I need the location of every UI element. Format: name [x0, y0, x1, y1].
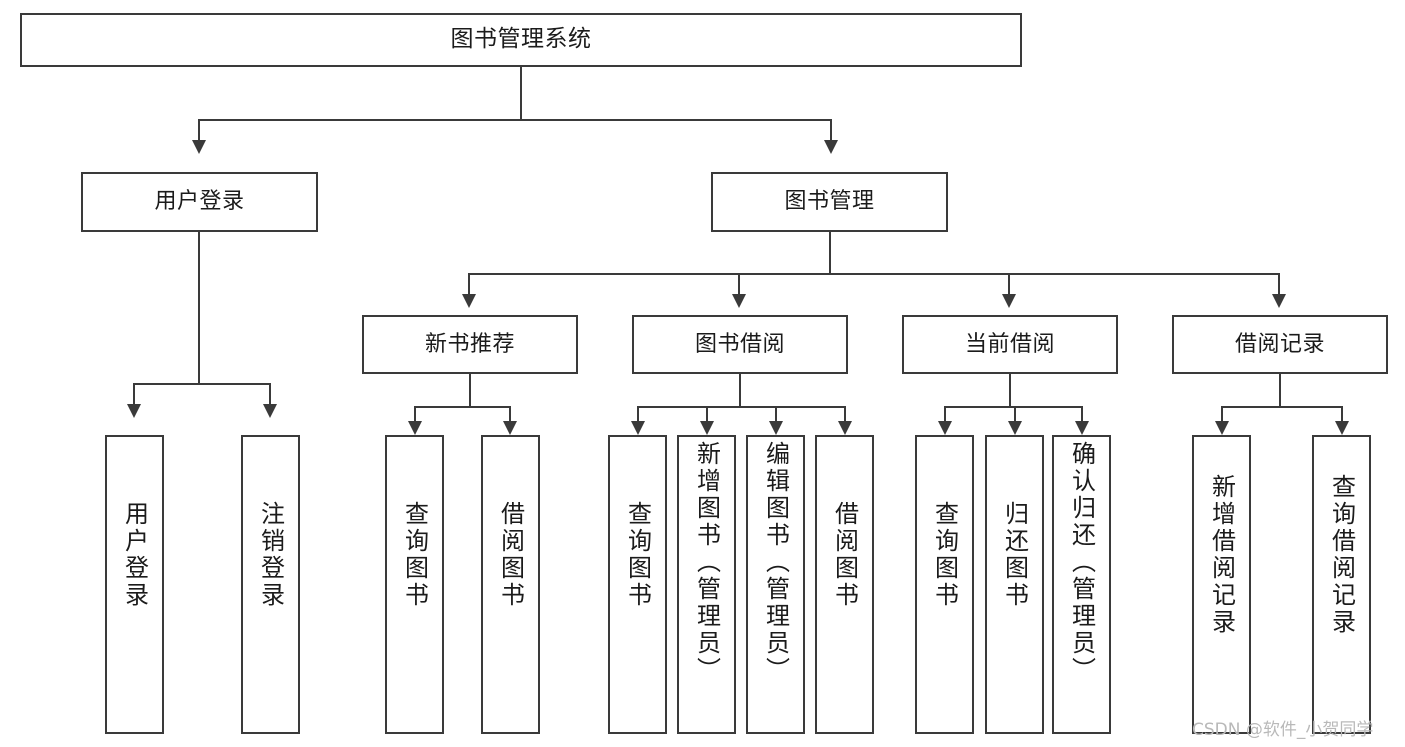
arrowhead-level3-1 — [462, 294, 476, 308]
leaf-borrow-book-recommend[interactable]: 借阅图书 — [481, 435, 540, 734]
arrowhead-level3-2 — [732, 294, 746, 308]
connector-current-drop-3 — [1081, 406, 1083, 422]
connector-borrow-drop-1 — [637, 406, 639, 422]
connector-level2-bus — [198, 119, 832, 121]
csdn-watermark: CSDN @软件_小贺同学 — [1192, 720, 1374, 740]
node-new-book-recommend[interactable]: 新书推荐 — [362, 315, 578, 374]
connector-borrow-stem — [739, 374, 741, 407]
leaf-query-book-current[interactable]: 查询图书 — [915, 435, 974, 734]
arrowhead-recommend-1 — [408, 421, 422, 435]
node-label: 确认归还（管理员） — [1067, 441, 1096, 684]
connector-record-bus — [1221, 406, 1343, 408]
arrowhead-user-login — [192, 140, 206, 154]
arrowhead-level3-4 — [1272, 294, 1286, 308]
connector-current-stem — [1009, 374, 1011, 407]
leaf-add-borrow-record[interactable]: 新增借阅记录 — [1192, 435, 1251, 734]
connector-record-drop-2 — [1341, 406, 1343, 422]
node-label: 新增图书（管理员） — [692, 441, 721, 684]
node-label: 查询借阅记录 — [1327, 474, 1356, 636]
arrowhead-record-2 — [1335, 421, 1349, 435]
arrowhead-user-login-leaf-1 — [127, 404, 141, 418]
node-root-system[interactable]: 图书管理系统 — [20, 13, 1022, 67]
node-label: 图书借阅 — [694, 331, 785, 357]
node-label: 新增借阅记录 — [1207, 474, 1236, 636]
node-label: 用户登录 — [154, 189, 245, 215]
node-label: 归还图书 — [1000, 501, 1029, 609]
node-label: 借阅记录 — [1234, 331, 1325, 357]
arrowhead-level3-3 — [1002, 294, 1016, 308]
arrowhead-record-1 — [1215, 421, 1229, 435]
node-label: 当前借阅 — [964, 331, 1055, 357]
node-current-borrow[interactable]: 当前借阅 — [902, 315, 1118, 374]
connector-current-drop-1 — [944, 406, 946, 422]
connector-borrow-drop-4 — [844, 406, 846, 422]
connector-borrow-drop-2 — [706, 406, 708, 422]
connector-record-drop-1 — [1221, 406, 1223, 422]
arrowhead-current-3 — [1075, 421, 1089, 435]
leaf-edit-book-admin[interactable]: 编辑图书（管理员） — [746, 435, 805, 734]
connector-level3-bus — [468, 273, 1280, 275]
connector-current-drop-2 — [1014, 406, 1016, 422]
connector-drop-user-login — [198, 119, 200, 142]
connector-recommend-bus — [414, 406, 510, 408]
leaf-confirm-return-admin[interactable]: 确认归还（管理员） — [1052, 435, 1111, 734]
node-label: 查询图书 — [623, 501, 652, 609]
connector-user-login-drop-1 — [133, 383, 135, 405]
node-label: 用户登录 — [120, 501, 149, 609]
node-label: 借阅图书 — [830, 501, 859, 609]
connector-book-manage-stem — [829, 232, 831, 274]
arrowhead-book-manage — [824, 140, 838, 154]
connector-recommend-drop-2 — [509, 406, 511, 422]
connector-drop-book-manage — [830, 119, 832, 142]
node-label: 查询图书 — [400, 501, 429, 609]
arrowhead-borrow-1 — [631, 421, 645, 435]
connector-user-login-stem — [198, 232, 200, 384]
leaf-add-book-admin[interactable]: 新增图书（管理员） — [677, 435, 736, 734]
connector-level3-drop-3 — [1008, 273, 1010, 295]
arrowhead-borrow-3 — [769, 421, 783, 435]
arrowhead-borrow-2 — [700, 421, 714, 435]
arrowhead-current-1 — [938, 421, 952, 435]
connector-borrow-bus — [637, 406, 845, 408]
node-borrow-record[interactable]: 借阅记录 — [1172, 315, 1388, 374]
arrowhead-user-login-leaf-2 — [263, 404, 277, 418]
node-book-borrow[interactable]: 图书借阅 — [632, 315, 848, 374]
leaf-borrow-book[interactable]: 借阅图书 — [815, 435, 874, 734]
leaf-logout-login[interactable]: 注销登录 — [241, 435, 300, 734]
node-label: 图书管理 — [784, 189, 875, 215]
connector-user-login-bus — [133, 383, 270, 385]
leaf-query-book-recommend[interactable]: 查询图书 — [385, 435, 444, 734]
leaf-user-login[interactable]: 用户登录 — [105, 435, 164, 734]
connector-record-stem — [1279, 374, 1281, 407]
connector-current-bus — [944, 406, 1082, 408]
connector-recommend-drop-1 — [414, 406, 416, 422]
node-user-login[interactable]: 用户登录 — [81, 172, 318, 232]
connector-level3-drop-2 — [738, 273, 740, 295]
arrowhead-current-2 — [1008, 421, 1022, 435]
node-label: 新书推荐 — [424, 331, 515, 357]
leaf-query-book-borrow[interactable]: 查询图书 — [608, 435, 667, 734]
node-label: 编辑图书（管理员） — [761, 441, 790, 684]
connector-borrow-drop-3 — [775, 406, 777, 422]
node-label: 查询图书 — [930, 501, 959, 609]
connector-level3-drop-1 — [468, 273, 470, 295]
connector-recommend-stem — [469, 374, 471, 407]
node-label: 注销登录 — [256, 501, 285, 609]
arrowhead-recommend-2 — [503, 421, 517, 435]
leaf-return-book[interactable]: 归还图书 — [985, 435, 1044, 734]
connector-level3-drop-4 — [1278, 273, 1280, 295]
node-label: 借阅图书 — [496, 501, 525, 609]
leaf-query-borrow-record[interactable]: 查询借阅记录 — [1312, 435, 1371, 734]
arrowhead-borrow-4 — [838, 421, 852, 435]
node-book-management[interactable]: 图书管理 — [711, 172, 948, 232]
connector-user-login-drop-2 — [269, 383, 271, 405]
node-label: 图书管理系统 — [450, 26, 592, 53]
connector-root-stem — [520, 67, 522, 120]
